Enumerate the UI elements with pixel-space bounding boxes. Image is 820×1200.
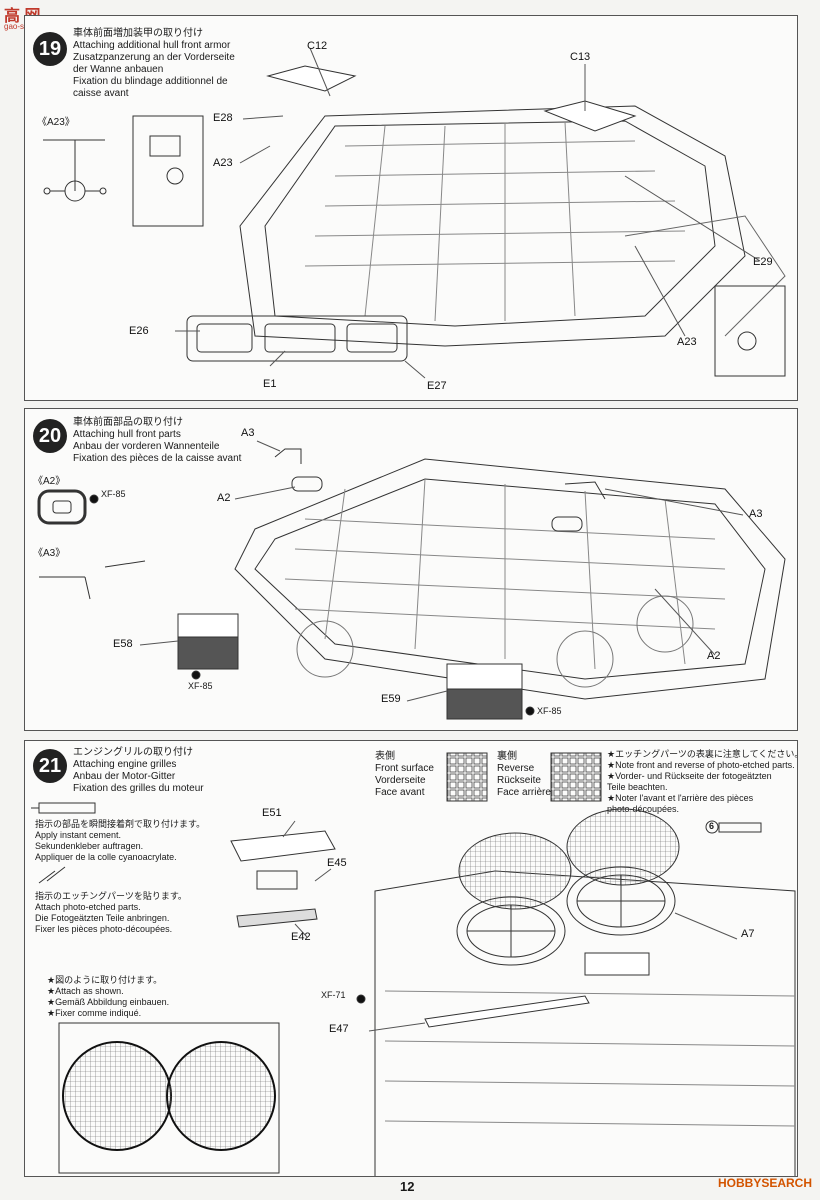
part-label-e28: E28 [213, 112, 233, 124]
part-label-a3-right: A3 [749, 508, 763, 520]
paint-xf85-label-e59: XF-85 [537, 706, 562, 716]
part-label-e45: E45 [327, 857, 347, 869]
part-label-e26: E26 [129, 325, 149, 337]
part-label-e42: E42 [291, 931, 311, 943]
legend-reverse: 裏側 Reverse Rückseite Face arrière [497, 751, 551, 798]
engine-grilles-drawing [31, 752, 796, 1176]
legend-front: 表側 Front surface Vorderseite Face avant [375, 751, 434, 798]
hull-front-parts-drawing [37, 440, 786, 720]
subassembly-label-a3: 《A3》 [33, 548, 66, 559]
subassembly-label: 《A23》 [37, 117, 75, 128]
part-label-e59: E59 [381, 693, 401, 705]
part-label-e51: E51 [262, 807, 282, 819]
step-number: 21 [33, 749, 67, 783]
part-label-e58: E58 [113, 638, 133, 650]
step-title: 車体前面増加装甲の取り付け Attaching additional hull … [73, 28, 235, 99]
note-photo-etched: ★エッチングパーツの表裏に注意してください。 ★Note front and r… [607, 749, 798, 814]
part-label-c13: C13 [570, 51, 591, 63]
part-label-e29: E29 [753, 256, 773, 268]
step-title: 車体前面部品の取り付け Attaching hull front parts A… [73, 417, 242, 464]
step-21-panel: 21 エンジングリルの取り付け Attaching engine grilles… [24, 740, 798, 1177]
paint-xf85-label: XF-85 [101, 489, 126, 499]
part-label-a2: A2 [217, 492, 231, 504]
part-label-a7: A7 [741, 928, 755, 940]
part-label-e1: E1 [263, 378, 277, 390]
step-19-panel: 19 車体前面増加装甲の取り付け Attaching additional hu… [24, 15, 798, 401]
paint-xf71-label: XF-71 [321, 990, 346, 1000]
note-attach-as-shown: ★図のように取り付けます。 ★Attach as shown. ★Gemäß A… [47, 975, 170, 1018]
part-label-c12: C12 [307, 40, 328, 52]
note-instant-cement: 指示の部品を瞬間接着剤で取り付けます。 Apply instant cement… [35, 819, 206, 862]
part-label-e27: E27 [427, 380, 447, 392]
part-label-e47: E47 [329, 1023, 349, 1035]
step-number: 19 [33, 32, 67, 66]
subassembly-label-a2: 《A2》 [33, 476, 66, 487]
paint-xf85-label-e58: XF-85 [188, 681, 213, 691]
note-attach-etched: 指示のエッチングパーツを貼ります。 Attach photo-etched pa… [35, 891, 187, 934]
watermark-hobbysearch: HOBBYSEARCH [717, 1176, 812, 1190]
photo-etched-ref-number: 6 [709, 821, 715, 831]
step-20-panel: 20 車体前面部品の取り付け Attaching hull front part… [24, 408, 798, 731]
part-label-a23-right: A23 [677, 336, 697, 348]
step-title: エンジングリルの取り付け Attaching engine grilles An… [73, 747, 204, 794]
part-label-a3: A3 [241, 427, 255, 439]
step-number: 20 [33, 419, 67, 453]
part-label-a23: A23 [213, 157, 233, 169]
page-number: 12 [400, 1179, 415, 1194]
part-label-a2-right: A2 [707, 650, 721, 662]
hull-front-armor-drawing [43, 47, 786, 379]
